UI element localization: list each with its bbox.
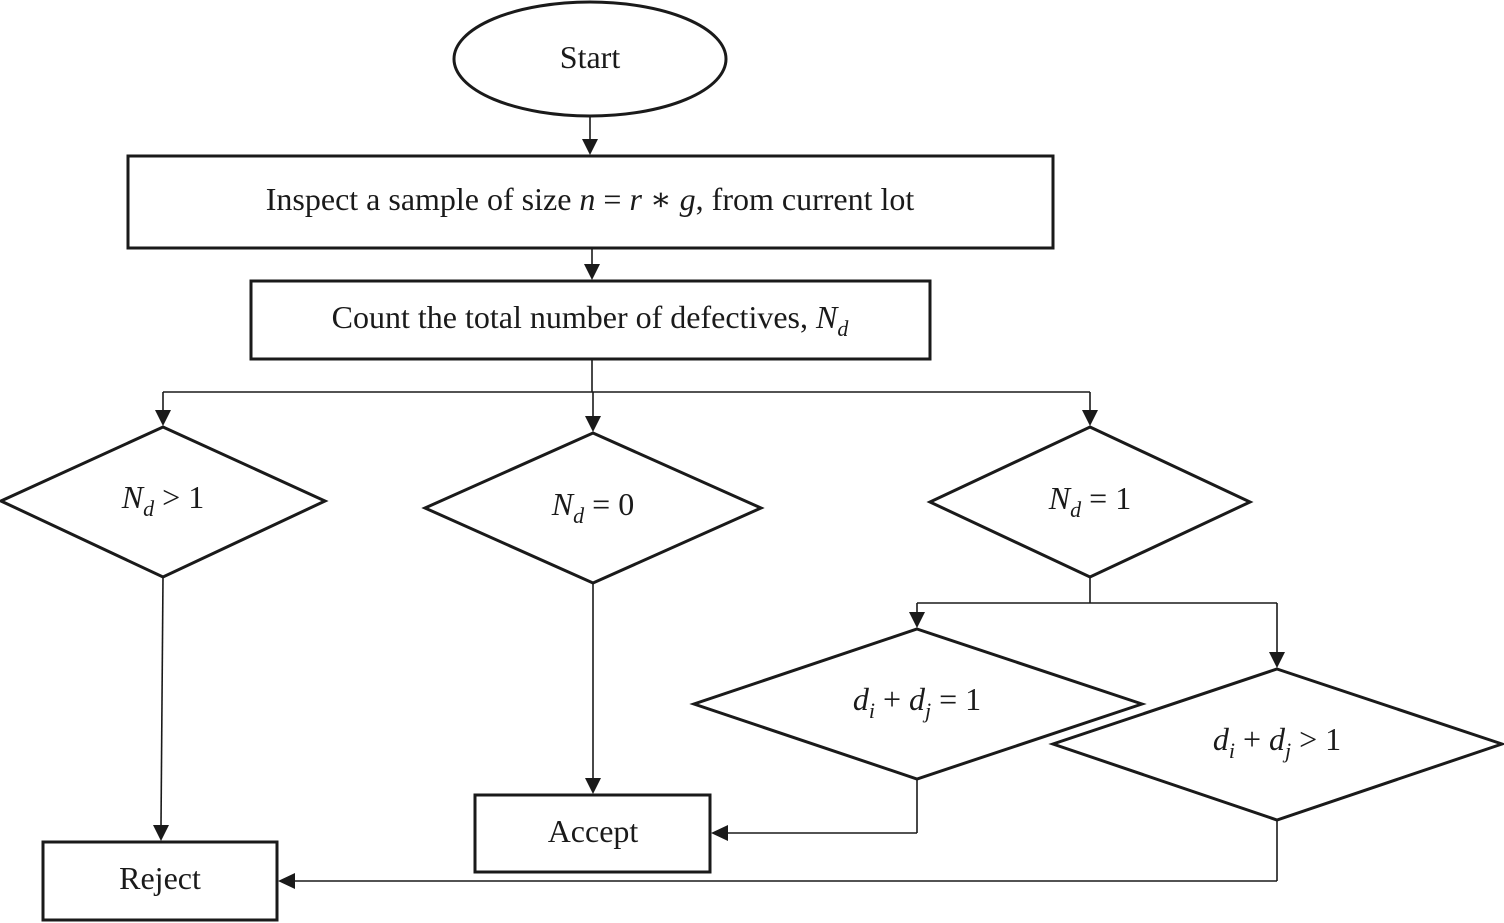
decision-nd-eq-0-label: Nd = 0 (551, 486, 634, 528)
inspect-sample-label: Inspect a sample of size n = r ∗ g, from… (266, 181, 915, 217)
connector-gt1-to-reject (153, 576, 169, 841)
inspect-sample-node: Inspect a sample of size n = r ∗ g, from… (126, 154, 1055, 250)
decision-sum-eq-1: di + dj = 1 (689, 627, 1147, 781)
reject-node: Reject (41, 840, 279, 922)
connector-sum-gt1-to-reject (278, 820, 1278, 889)
connector-start-to-inspect (582, 116, 598, 155)
connector-eq1-branches (909, 577, 1285, 668)
start-label: Start (560, 39, 621, 75)
decision-nd-gt-1: Nd > 1 (0, 425, 329, 579)
decision-nd-eq-0: Nd = 0 (421, 431, 765, 585)
connector-inspect-to-count (584, 248, 600, 280)
start-node: Start (452, 0, 728, 118)
decision-nd-eq-1: Nd = 1 (926, 425, 1254, 579)
reject-label: Reject (119, 860, 201, 896)
decision-nd-gt-1-label: Nd > 1 (121, 479, 204, 521)
count-defectives-label: Count the total number of defectives, Nd (332, 299, 850, 341)
count-defectives-node: Count the total number of defectives, Nd (249, 279, 932, 361)
connector-eq0-to-accept (585, 583, 601, 794)
decision-sum-gt-1: di + dj > 1 (1048, 667, 1504, 822)
accept-label: Accept (548, 813, 639, 849)
connector-sum-eq1-to-accept (711, 779, 918, 841)
decision-sum-gt-1-label: di + dj > 1 (1213, 721, 1341, 763)
accept-node: Accept (473, 793, 712, 874)
decision-nd-eq-1-label: Nd = 1 (1048, 480, 1131, 522)
decision-sum-eq-1-label: di + dj = 1 (853, 681, 981, 723)
connector-count-branches (155, 359, 1098, 432)
